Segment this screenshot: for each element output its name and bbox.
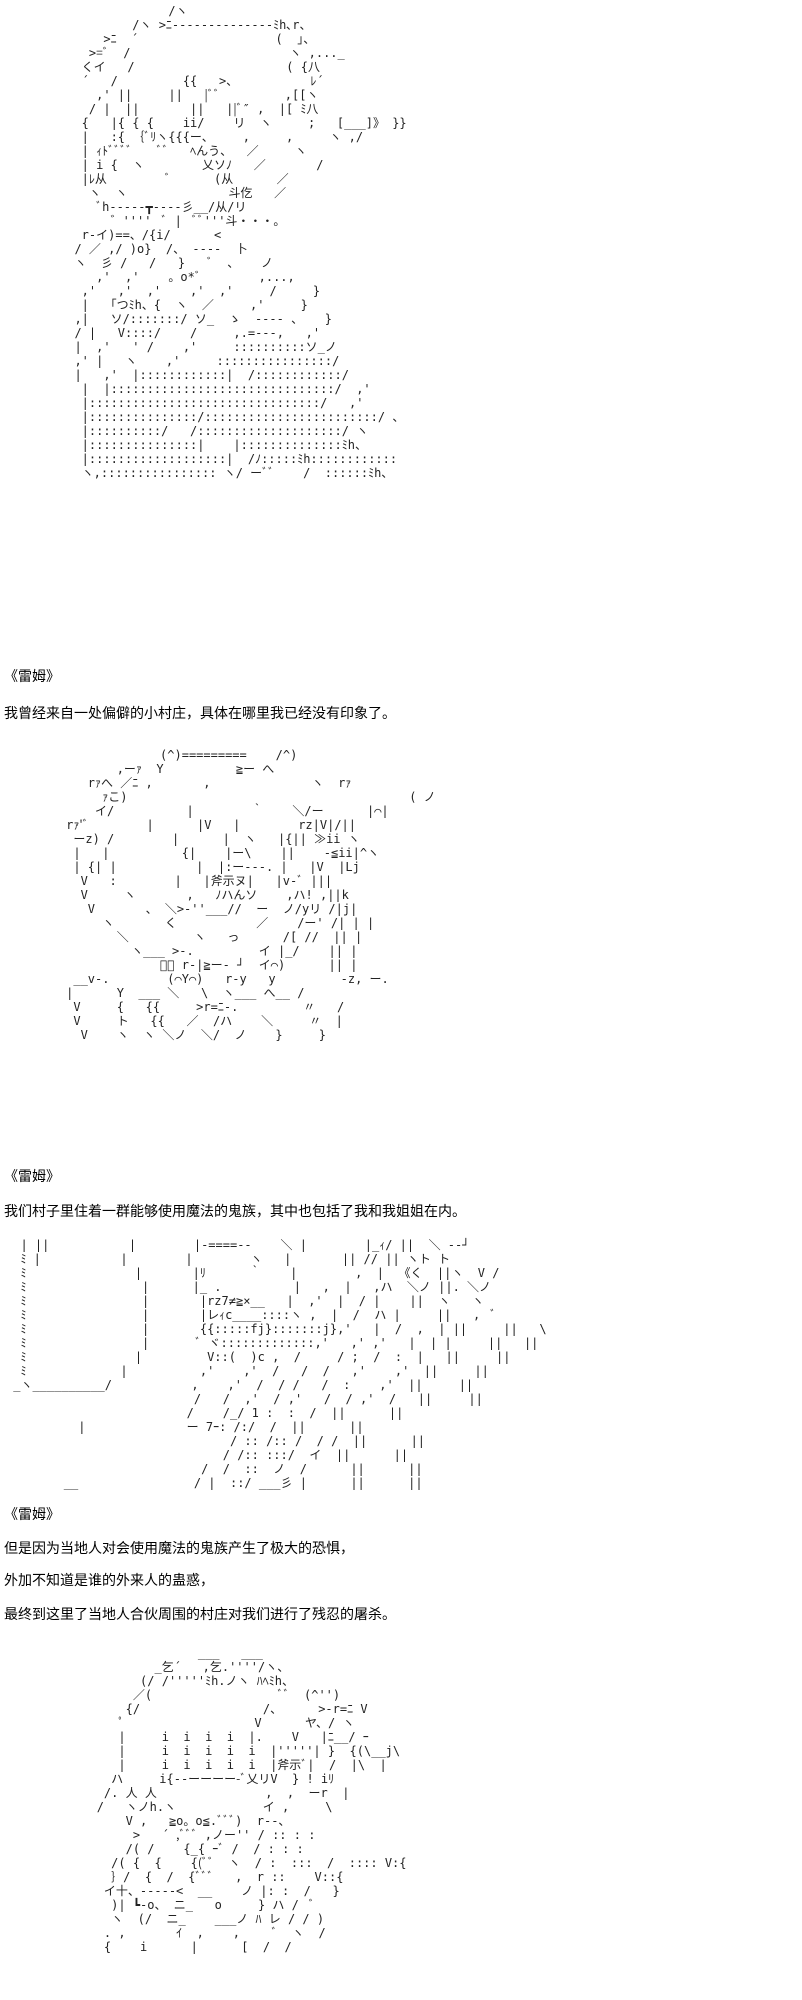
narration-line: 外加不知道是谁的外来人的蛊惑， — [4, 1573, 214, 1589]
narration-line: 我们村子里住着一群能够使用魔法的鬼族，其中也包括了我和我姐姐在内。 — [4, 1204, 466, 1220]
narration-line: 我曾经来自一处偏僻的小村庄，具体在哪里我已经没有印象了。 — [4, 706, 396, 722]
ascii-art-rem-3: ___ ___ _乞´ ,乞.''''/ヽ、 (/ /'''''ﾐh.ノヽ ﾊﾍ… — [96, 1646, 407, 1954]
speaker-label: 《雷姆》 — [4, 1169, 60, 1185]
ascii-art-massacre: | || | |-====-- ＼ | |_ｨ/ || ＼ --┘ ﾐ | | … — [13, 1238, 547, 1490]
ascii-art-rem-1: /ヽ /ヽ >ﾆ--------------ﾐh､r、 >ﾆ ´ ( 」、 >=… — [74, 4, 407, 480]
narration-line: 最终到这里了当地人合伙周围的村庄对我们进行了残忍的屠杀。 — [4, 1607, 396, 1623]
scene-4-container: ___ ___ _乞´ ,乞.''''/ヽ、 (/ /'''''ﾐh.ノヽ ﾊﾍ… — [0, 1638, 802, 2000]
ascii-art-rem-2: (^)========= /^) ,ーｧ Y ≧ー へ rｧへ ／ﾆ , , ヽ… — [66, 748, 436, 1042]
speaker-label: 《雷姆》 — [4, 1507, 60, 1523]
speaker-label: 《雷姆》 — [4, 669, 60, 685]
narration-line: 但是因为当地人对会使用魔法的鬼族产生了极大的恐惧， — [4, 1541, 354, 1557]
